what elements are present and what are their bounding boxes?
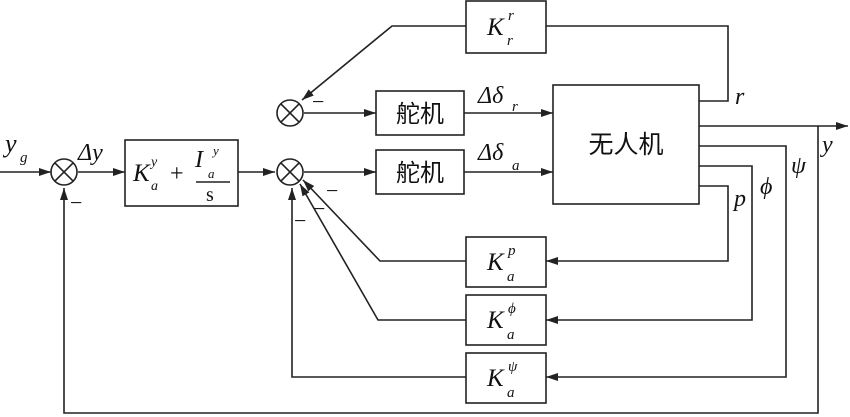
wire-y-feedback	[60, 126, 819, 414]
wire-r-feedback	[546, 25, 729, 102]
wire-kp-to-sum	[302, 179, 466, 262]
signal-yg-base: y	[2, 129, 17, 158]
gain-kpsi-block: K ψ a	[465, 352, 547, 404]
minus-sign-psi: −	[294, 208, 306, 233]
summing-junction-outer	[50, 158, 78, 186]
pi-denominator: s	[206, 184, 214, 206]
pi-i-sub: a	[208, 166, 215, 181]
gain-kpsi-sub: a	[507, 385, 515, 401]
gain-kr-sub: r	[507, 33, 513, 49]
signal-delta-r-sub: r	[512, 99, 518, 115]
signal-delta-y: Δy	[77, 140, 103, 166]
gain-kphi-sup: ϕ	[508, 301, 516, 317]
wire-kphi-to-sum	[299, 183, 466, 321]
signal-delta-a-sub: a	[512, 158, 520, 174]
gain-kr-base: K	[486, 14, 505, 41]
servo-aileron-label: 舵机	[396, 159, 444, 187]
minus-sign-p: −	[326, 178, 338, 203]
gain-kphi-sub: a	[507, 327, 515, 343]
gain-kp-base: K	[486, 249, 505, 276]
minus-sign-yaw: −	[312, 89, 324, 114]
summing-junction-yaw	[276, 99, 304, 127]
wire-psi-feedback	[546, 145, 787, 381]
gain-kr-block: K r r	[465, 0, 547, 54]
gain-kpsi-base: K	[486, 365, 505, 392]
pi-controller-block: K y a + I y a s	[124, 139, 239, 207]
gain-kphi-base: K	[486, 307, 505, 334]
signal-delta-a-base: Δδ	[477, 140, 504, 166]
gain-kphi-block: K ϕ a	[465, 294, 547, 346]
wire-kpsi-to-sum	[288, 188, 466, 378]
minus-sign-outer: −	[70, 190, 82, 215]
gain-kr-sup: r	[508, 8, 514, 24]
gain-kp-block: K p a	[465, 236, 547, 288]
wire-p-feedback	[546, 185, 729, 265]
signal-phi: ϕ	[760, 174, 772, 200]
signal-psi: ψ	[791, 153, 807, 179]
gain-kp-sup: p	[507, 243, 516, 259]
wire-phi-feedback	[546, 165, 753, 324]
wire-kr-to-sum	[301, 25, 466, 101]
signal-yg-sub: g	[20, 150, 28, 166]
pi-i-sup: y	[211, 143, 219, 158]
signal-y: y	[820, 132, 833, 158]
signal-r: r	[735, 84, 745, 110]
summing-junction-inner	[276, 158, 304, 186]
servo-aileron-block: 舵机	[375, 149, 465, 195]
signal-p: p	[732, 186, 746, 212]
pi-k-sup: y	[149, 155, 158, 170]
servo-rudder-block: 舵机	[375, 90, 465, 136]
pi-i-base: I	[194, 147, 204, 173]
pi-k-sub: a	[151, 179, 158, 194]
minus-sign-phi: −	[313, 196, 325, 221]
servo-rudder-label: 舵机	[396, 100, 444, 128]
gain-kpsi-sup: ψ	[508, 359, 518, 375]
uav-label: 无人机	[588, 130, 663, 159]
pi-plus: +	[170, 161, 184, 187]
signal-delta-r-base: Δδ	[477, 83, 504, 109]
uav-plant-block: 无人机	[552, 84, 700, 205]
pi-k-base: K	[132, 160, 151, 187]
gain-kp-sub: a	[507, 269, 515, 285]
